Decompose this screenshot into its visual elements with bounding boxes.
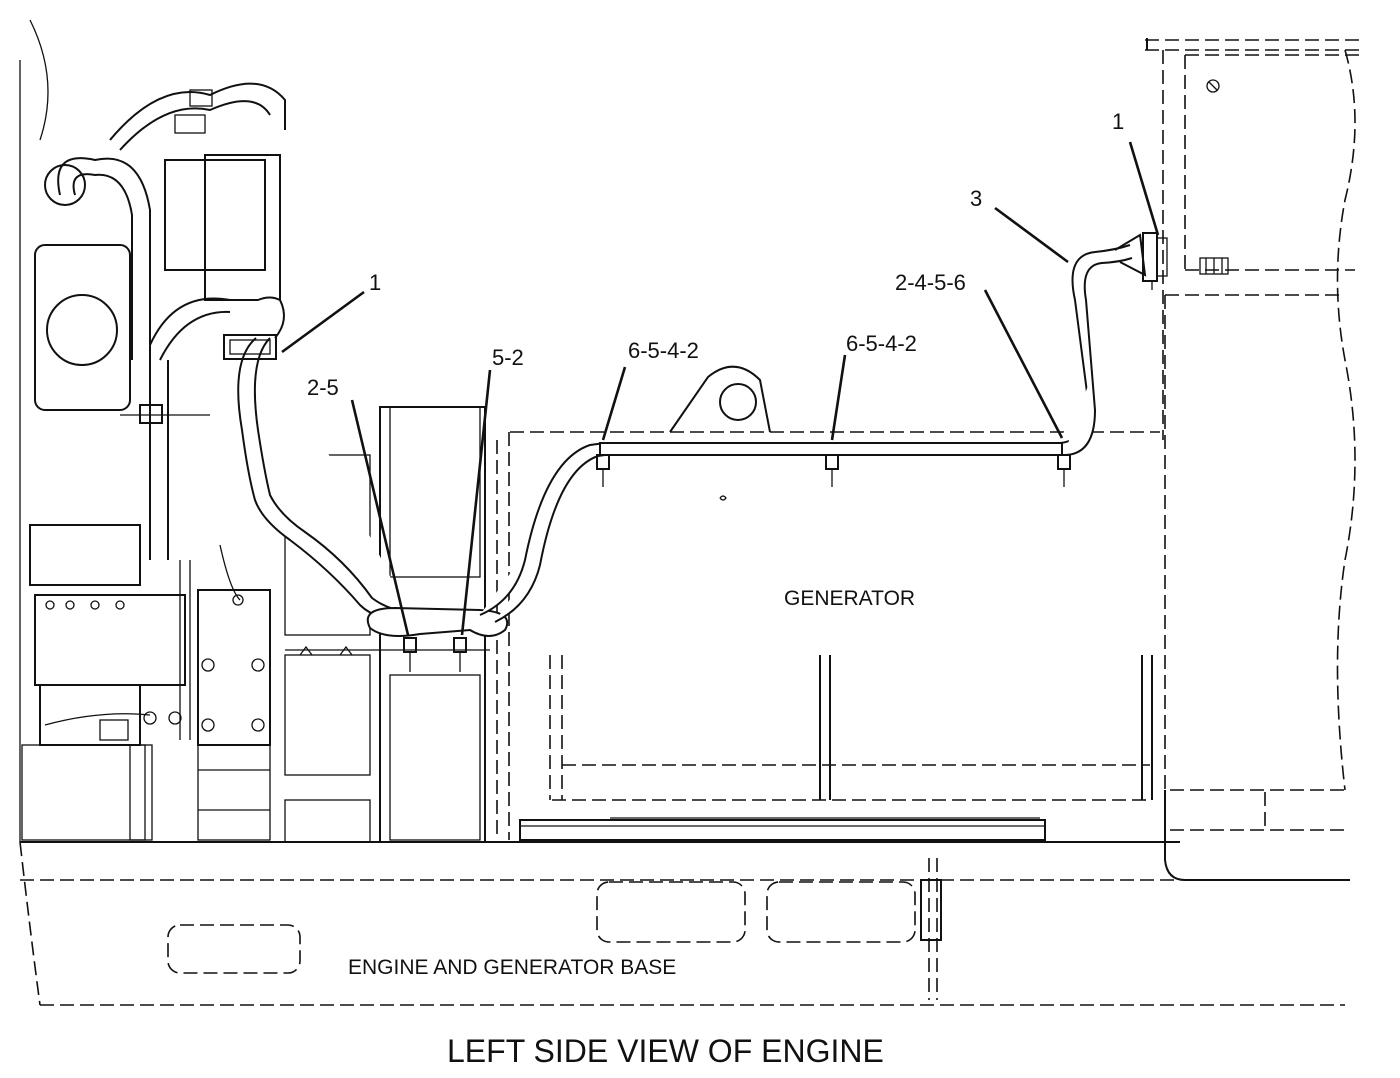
callout-6-5-4-2-right: 6-5-4-2 xyxy=(846,331,917,356)
callout-2-4-5-6: 2-4-5-6 xyxy=(895,270,966,295)
base-label: ENGINE AND GENERATOR BASE xyxy=(348,956,676,979)
callout-5-2: 5-2 xyxy=(492,345,524,370)
diagram-caption: LEFT SIDE VIEW OF ENGINE xyxy=(447,1033,884,1069)
generator-housing xyxy=(496,365,1160,841)
callout-1-panel: 1 xyxy=(1112,109,1124,134)
generator-label: GENERATOR xyxy=(784,587,915,610)
callout-2-5: 2-5 xyxy=(307,375,339,400)
callout-1-engine: 1 xyxy=(369,270,381,295)
callout-3: 3 xyxy=(970,186,982,211)
callout-6-5-4-2-left: 6-5-4-2 xyxy=(628,338,699,363)
leader-lines xyxy=(281,141,1160,636)
wiring-harness xyxy=(223,232,1168,672)
engine-generator-base xyxy=(19,789,1350,1006)
control-panel xyxy=(1145,38,1360,881)
engine xyxy=(19,19,286,842)
